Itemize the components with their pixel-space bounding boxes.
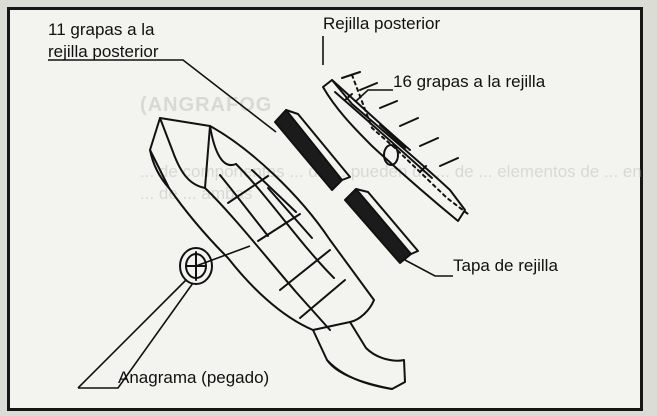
emblem (179, 247, 213, 285)
label-rejilla-posterior: Rejilla posterior (323, 14, 441, 33)
label-anagrama: Anagrama (pegado) (118, 368, 270, 387)
leader-anagrama (78, 282, 194, 389)
label-tapa-rejilla: Tapa de rejilla (453, 256, 558, 275)
label-grapas-11-line1: 11 grapas a la (48, 20, 155, 39)
grille-cover-upper (274, 109, 343, 191)
figure-frame (7, 7, 643, 411)
grille-cover-lower (344, 188, 412, 264)
label-grapas-11-line2: rejilla posterior (48, 42, 159, 61)
leader-tapa (404, 259, 453, 277)
label-grapas-11: 11 grapas a la rejilla posterior (48, 19, 159, 63)
label-grapas-16: 16 grapas a la rejilla (393, 72, 546, 91)
front-grille (149, 117, 406, 390)
leader-grapas11 (48, 59, 277, 133)
leader-grapas16 (354, 89, 393, 103)
rear-grille (322, 79, 466, 222)
bleed-through-heading: (ANGRAFOG (140, 94, 273, 116)
